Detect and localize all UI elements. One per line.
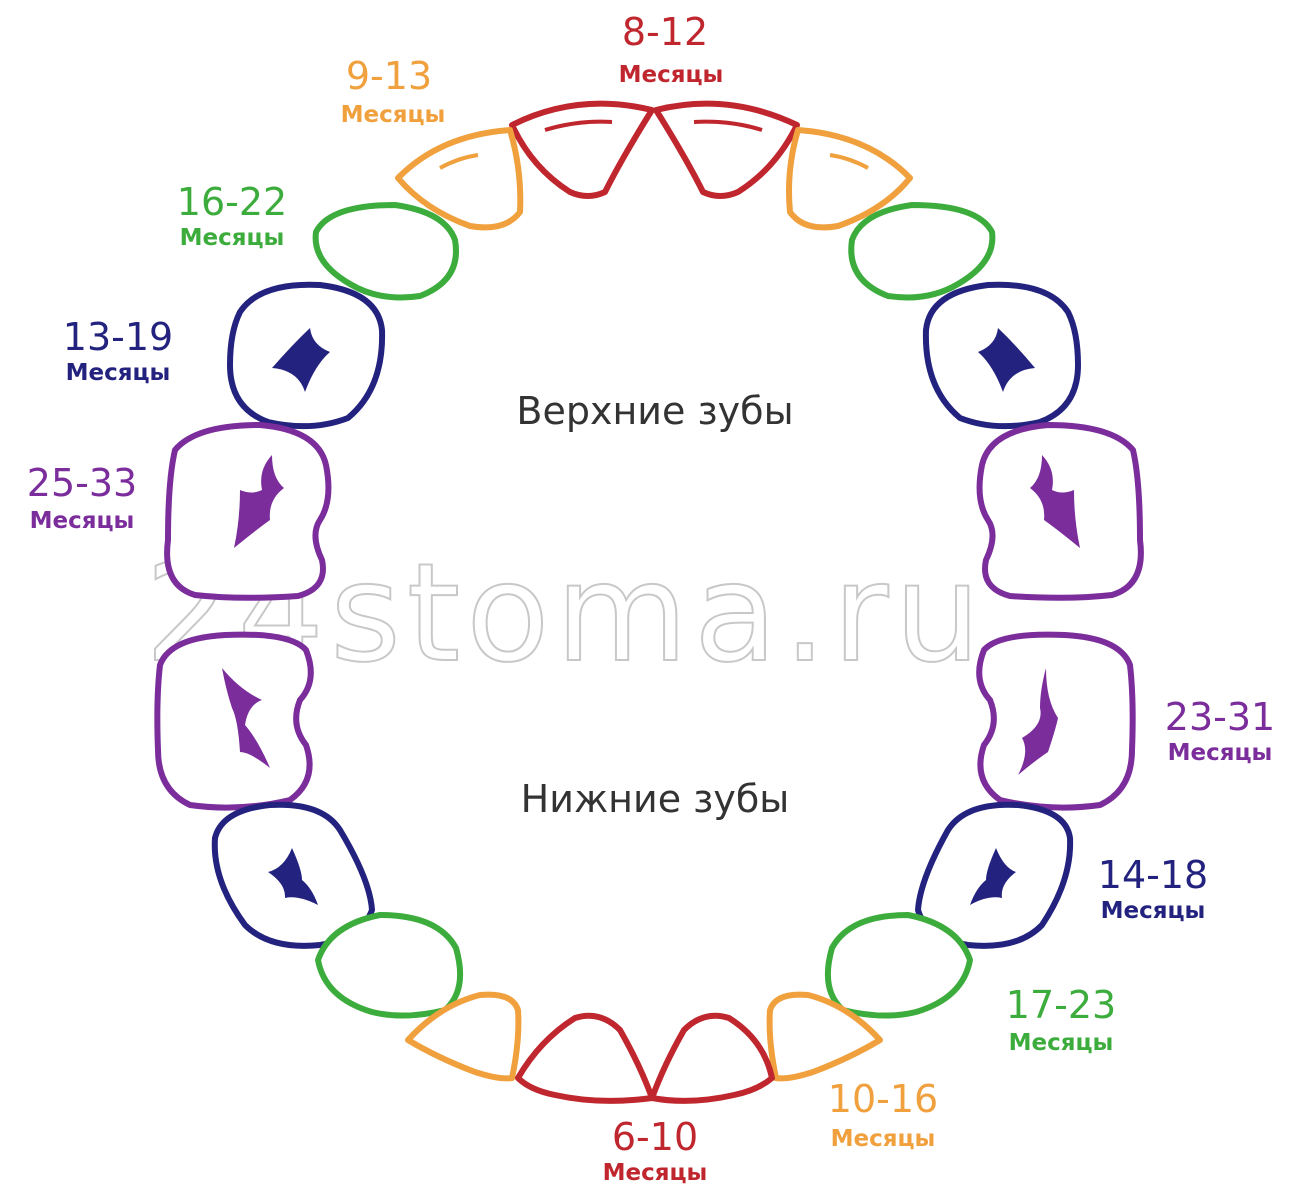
- upper-right-second-molar-fissure-icon: [1030, 455, 1080, 548]
- lower-central-unit: Месяцы: [603, 1160, 708, 1186]
- lower-second-molar-range: 23-31: [1165, 695, 1275, 739]
- lower-left-second-molar: [154, 631, 314, 811]
- lower-left-canine: [315, 912, 464, 1019]
- lower-canine-range: 17-23: [1006, 983, 1116, 1027]
- lower-canine-unit: Месяцы: [1009, 1030, 1114, 1056]
- lower-left-lateral-incisor: [405, 991, 522, 1082]
- lower-right-lateral-incisor: [766, 991, 883, 1082]
- upper-teeth-title: Верхние зубы: [516, 389, 793, 433]
- lower-first-molar-unit: Месяцы: [1101, 898, 1206, 924]
- upper-left-second-molar-fissure-icon: [234, 455, 284, 548]
- lower-right-first-molar-fissure-icon: [970, 848, 1016, 905]
- upper-second-molar-range: 25-33: [27, 461, 137, 505]
- upper-left-central-ridge: [544, 119, 613, 132]
- upper-left-first-molar-fissure-icon: [272, 328, 330, 392]
- upper-right-central-ridge: [693, 119, 763, 132]
- upper-canine-range: 16-22: [177, 180, 287, 224]
- lower-first-molar-range: 14-18: [1098, 853, 1208, 897]
- upper-right-first-molar-fissure-icon: [978, 328, 1035, 392]
- lower-lateral-unit: Месяцы: [831, 1126, 936, 1152]
- upper-left-lateral-ridge: [439, 153, 479, 170]
- lower-left-second-molar-fissure-icon: [222, 668, 270, 768]
- upper-right-canine: [848, 202, 996, 301]
- upper-first-molar-unit: Месяцы: [66, 360, 171, 386]
- upper-lateral-range: 9-13: [346, 54, 432, 98]
- lower-second-molar-unit: Месяцы: [1168, 740, 1273, 766]
- lower-right-second-molar-fissure-icon: [1018, 668, 1058, 775]
- lower-teeth-title: Нижние зубы: [521, 777, 790, 821]
- upper-left-canine: [312, 202, 459, 301]
- upper-lateral-unit: Месяцы: [341, 102, 446, 128]
- upper-first-molar-range: 13-19: [63, 315, 173, 359]
- upper-left-lateral-incisor: [395, 127, 524, 231]
- upper-central-unit: Месяцы: [619, 62, 724, 88]
- upper-left-central-incisor: [509, 100, 655, 199]
- upper-central-range: 8-12: [622, 10, 708, 54]
- upper-right-lateral-ridge: [829, 153, 869, 170]
- upper-canine-unit: Месяцы: [180, 225, 285, 251]
- lower-left-central-incisor: [515, 1012, 655, 1104]
- lower-lateral-range: 10-16: [828, 1077, 938, 1121]
- lower-central-range: 6-10: [612, 1115, 698, 1159]
- upper-second-molar-unit: Месяцы: [30, 508, 135, 534]
- lower-left-first-molar-fissure-icon: [268, 848, 318, 905]
- upper-right-central-incisor: [653, 100, 800, 199]
- lower-right-canine: [824, 912, 973, 1019]
- lower-right-central-incisor: [649, 1012, 775, 1104]
- upper-right-lateral-incisor: [786, 127, 913, 231]
